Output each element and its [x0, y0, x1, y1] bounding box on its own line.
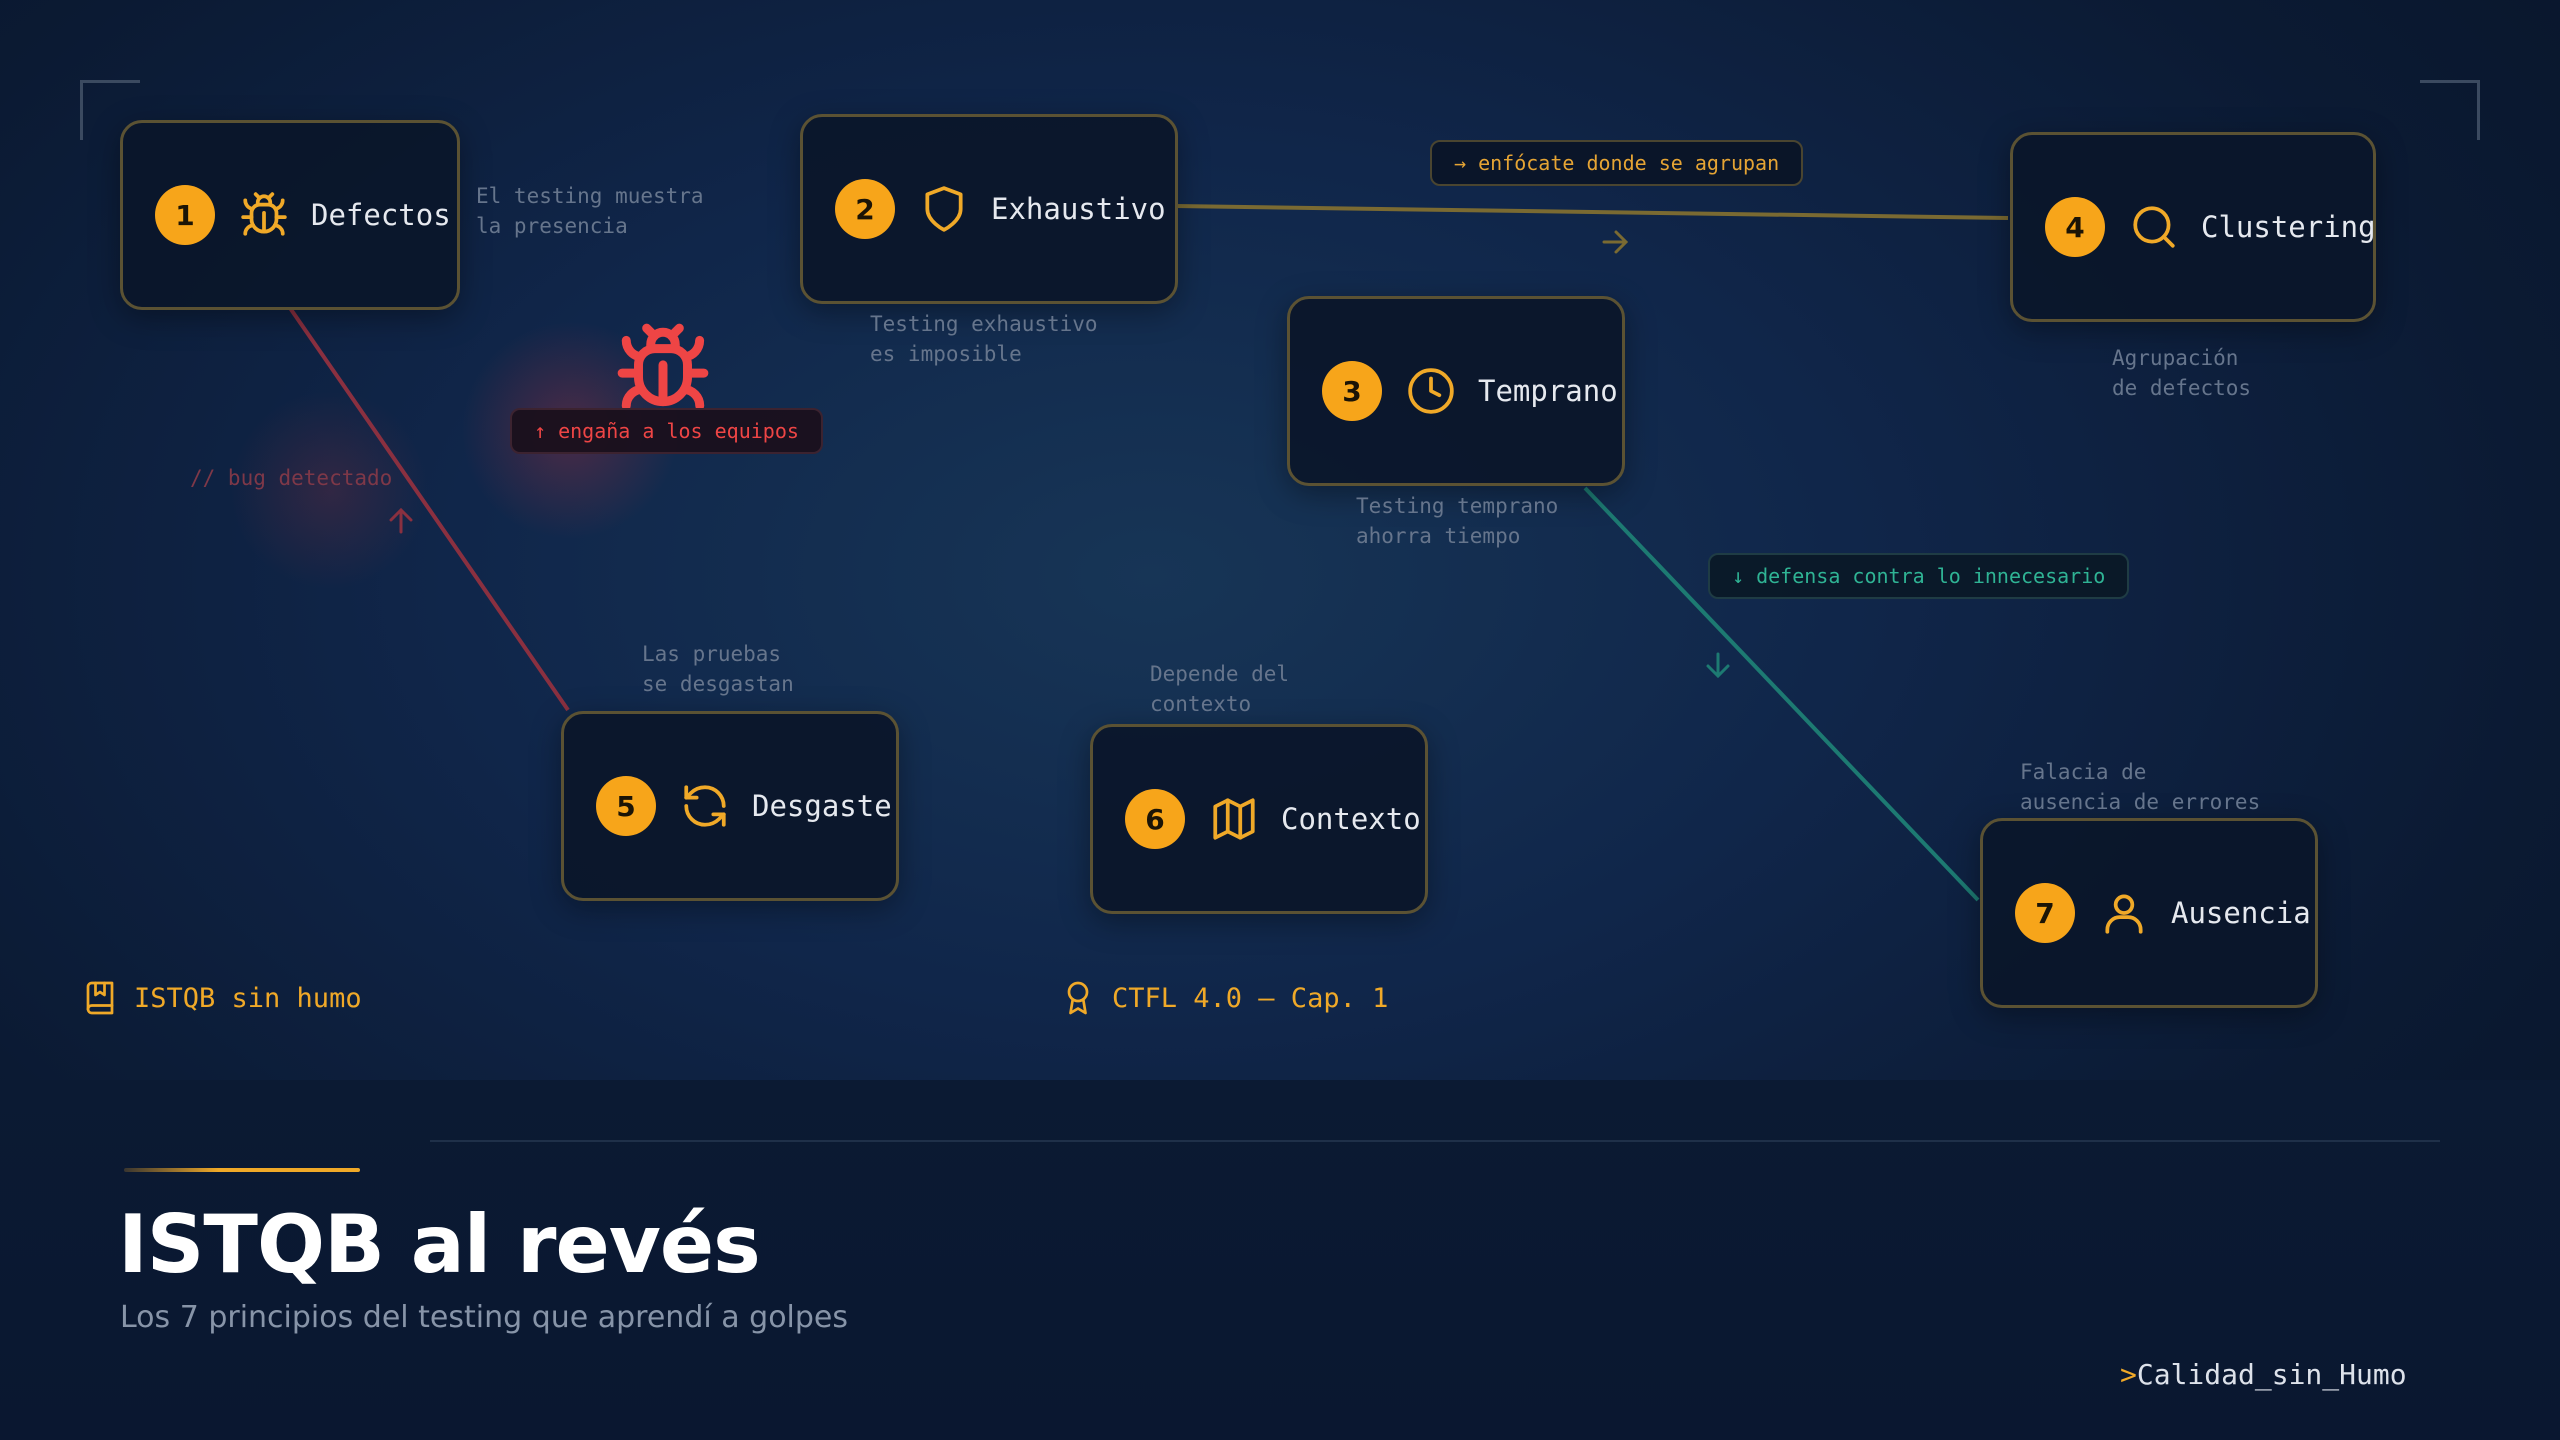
brand-prompt: >	[2120, 1358, 2137, 1391]
bug-icon	[241, 192, 287, 236]
note-exhaustivo: Testing exhaustivo es imposible	[870, 312, 1098, 366]
principle-card-clustering[interactable]: 4 Clustering	[2010, 132, 2376, 322]
corner-bracket-top-right	[2420, 80, 2480, 140]
connector-pill-gold: → enfócate donde se agrupan	[1430, 140, 1804, 186]
connector-pill-teal: ↓ defensa contra lo innecesario	[1708, 553, 2130, 599]
card-label: Defectos	[311, 198, 451, 232]
principle-card-temprano[interactable]: 3 Temprano	[1287, 296, 1625, 486]
card-number-badge: 5	[596, 776, 656, 836]
brand-handle: >Calidad_sin_Humo	[2120, 1358, 2407, 1391]
principles-diagram: 1 Defectos El testing muestra la presenc…	[80, 80, 2480, 1016]
principle-card-exhaustivo[interactable]: 2 Exhaustivo	[800, 114, 1178, 304]
connector-lines	[288, 204, 2009, 902]
card-label: Temprano	[1478, 374, 1618, 408]
note-defectos: El testing muestra la presencia	[476, 184, 704, 238]
bug-comment: // bug detectado	[190, 466, 393, 490]
principle-card-ausencia[interactable]: 7 Ausencia	[1980, 818, 2318, 1008]
card-number-badge: 6	[1125, 789, 1185, 849]
card-label: Ausencia	[2171, 896, 2311, 930]
corner-bracket-top-left	[80, 80, 140, 140]
line-red	[288, 306, 570, 712]
clock-icon	[1408, 368, 1454, 414]
connector-pill-red: ↑ engaña a los equipos	[510, 408, 823, 454]
line-teal	[1583, 486, 1980, 902]
brand-name: Calidad_sin_Humo	[2136, 1358, 2407, 1391]
card-label: Exhaustivo	[991, 192, 1166, 226]
page-subtitle: Los 7 principios del testing que aprendí…	[120, 1300, 849, 1335]
line-gold	[1174, 204, 2009, 220]
note-clustering: Agrupación de defectos	[2112, 346, 2252, 400]
refresh-icon	[684, 785, 726, 827]
note-temprano: Testing temprano ahorra tiempo	[1356, 494, 1559, 548]
search-icon	[2133, 206, 2175, 248]
bookmark-book-icon	[86, 981, 114, 1015]
principle-card-defectos[interactable]: 1 Defectos	[120, 120, 460, 310]
card-number-badge: 2	[835, 179, 895, 239]
principle-card-desgaste[interactable]: 5 Desgaste	[561, 711, 899, 901]
page-title: ISTQB al revés	[118, 1198, 761, 1291]
red-bug-icon	[617, 323, 709, 411]
divider-line	[430, 1140, 2440, 1142]
arrow-right-icon	[1602, 230, 1629, 254]
arrow-down-icon	[1706, 652, 1730, 679]
card-number-badge: 4	[2045, 197, 2105, 257]
user-icon	[2105, 894, 2143, 934]
footer-left-label: ISTQB sin humo	[134, 982, 362, 1014]
arrow-up-icon	[389, 507, 413, 534]
card-number-badge: 3	[1322, 361, 1382, 421]
map-icon	[1213, 798, 1255, 840]
principle-card-contexto[interactable]: 6 Contexto	[1090, 724, 1428, 914]
note-ausencia: Falacia de ausencia de errores	[2020, 760, 2261, 814]
accent-bar	[124, 1168, 360, 1172]
footer-tag-center: CTFL 4.0 — Cap. 1	[1060, 980, 1388, 1016]
card-label: Desgaste	[752, 789, 892, 823]
note-contexto: Depende del contexto	[1150, 662, 1290, 716]
card-number-badge: 1	[155, 185, 215, 245]
card-number-badge: 7	[2015, 883, 2075, 943]
footer-center-label: CTFL 4.0 — Cap. 1	[1112, 982, 1389, 1014]
award-icon	[1067, 981, 1089, 1015]
card-label: Contexto	[1281, 802, 1421, 836]
shield-icon	[925, 186, 963, 232]
note-desgaste: Las pruebas se desgastan	[642, 642, 794, 696]
footer-tag-left: ISTQB sin humo	[82, 980, 362, 1016]
card-label: Clustering	[2201, 210, 2376, 244]
